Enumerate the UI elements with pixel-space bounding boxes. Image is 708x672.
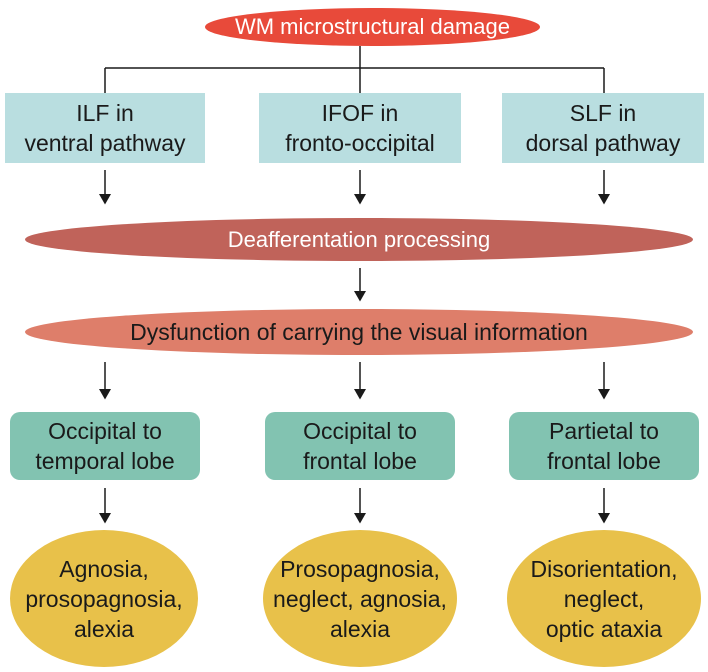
- lobe-occipital-frontal: Occipital to frontal lobe: [265, 412, 455, 480]
- symptoms-right: Disorientation, neglect, optic ataxia: [507, 530, 701, 667]
- title-node: WM microstructural damage: [205, 8, 540, 46]
- lobe-parietal-frontal: Partietal to frontal lobe: [509, 412, 699, 480]
- symptoms-middle: Prosopagnosia, neglect, agnosia, alexia: [263, 530, 457, 667]
- pathway-slf: SLF in dorsal pathway: [502, 93, 704, 163]
- pathway-ifof: IFOF in fronto-occipital: [259, 93, 461, 163]
- pathway-ilf: ILF in ventral pathway: [5, 93, 205, 163]
- lobe-occipital-temporal: Occipital to temporal lobe: [10, 412, 200, 480]
- processing-node: Deafferentation processing: [25, 218, 693, 261]
- symptoms-left: Agnosia, prosopagnosia, alexia: [10, 530, 198, 667]
- dysfunction-node: Dysfunction of carrying the visual infor…: [25, 309, 693, 355]
